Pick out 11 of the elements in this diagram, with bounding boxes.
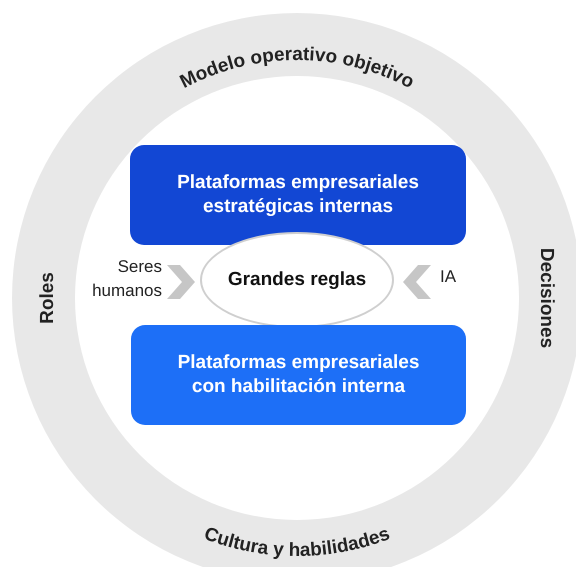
side-label: Seres humanos [62, 255, 162, 309]
side-label: IA [440, 265, 480, 299]
ring-label: Roles [37, 272, 58, 324]
platform-box: Plataformas empresariales con habilitación interna [131, 325, 466, 425]
ring-label: Decisiones [536, 248, 557, 348]
ring-band [12, 13, 576, 567]
ring-label: Cultura y habilidades [201, 523, 393, 562]
chevron-arrow [403, 265, 431, 299]
chevron-arrow [167, 265, 195, 299]
center-ellipse: Grandes reglas [200, 232, 394, 328]
platform-box: Plataformas empresariales estratégicas internas [130, 145, 466, 245]
